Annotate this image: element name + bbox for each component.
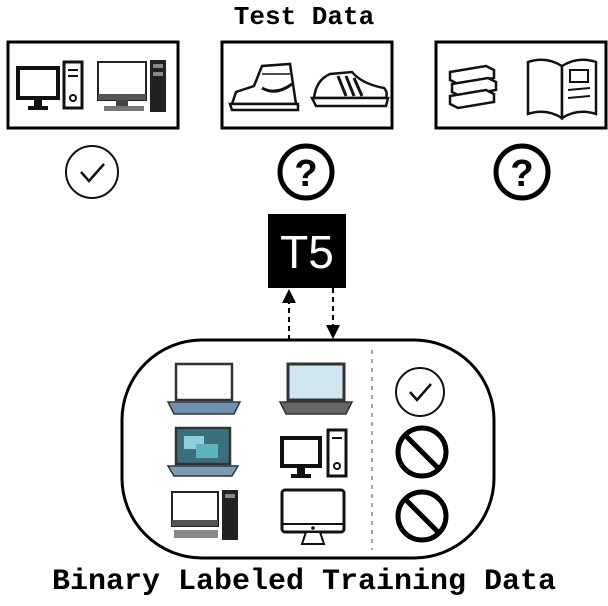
high-top-sneaker-icon — [228, 62, 300, 112]
test-status-question-books: ? — [493, 143, 551, 201]
desktop-monitor-tower-icon — [280, 428, 348, 478]
model-label: T5 — [280, 226, 334, 278]
training-label-check — [395, 367, 445, 417]
all-in-one-computer-icon — [280, 488, 346, 545]
test-box-computers — [6, 40, 180, 130]
open-book-icon — [526, 58, 598, 121]
check-icon — [80, 163, 105, 183]
test-status-check — [65, 145, 119, 199]
question-icon: ? — [294, 153, 317, 195]
t5-model-box: T5 — [268, 214, 346, 288]
stacked-books-icon — [448, 64, 498, 110]
laptop-icon — [166, 362, 242, 415]
prohibited-icon — [403, 433, 441, 471]
test-data-title: Test Data — [233, 2, 375, 32]
desktop-monitor-tower-icon — [16, 60, 84, 110]
training-label-prohibited — [395, 489, 449, 543]
test-status-question-shoes: ? — [277, 143, 335, 201]
striped-sneaker-icon — [309, 70, 390, 108]
desktop-pc-icon — [171, 490, 238, 540]
training-data-title: Binary Labeled Training Data — [51, 565, 557, 599]
laptop-screens-icon — [166, 426, 240, 477]
desktop-pc-icon — [97, 60, 166, 112]
test-box-sneakers — [220, 40, 394, 130]
check-icon — [409, 383, 432, 402]
question-icon: ? — [510, 153, 533, 195]
laptop-icon — [278, 362, 354, 415]
test-box-books — [434, 40, 608, 130]
training-label-prohibited — [395, 425, 449, 479]
prohibited-icon — [403, 497, 441, 535]
